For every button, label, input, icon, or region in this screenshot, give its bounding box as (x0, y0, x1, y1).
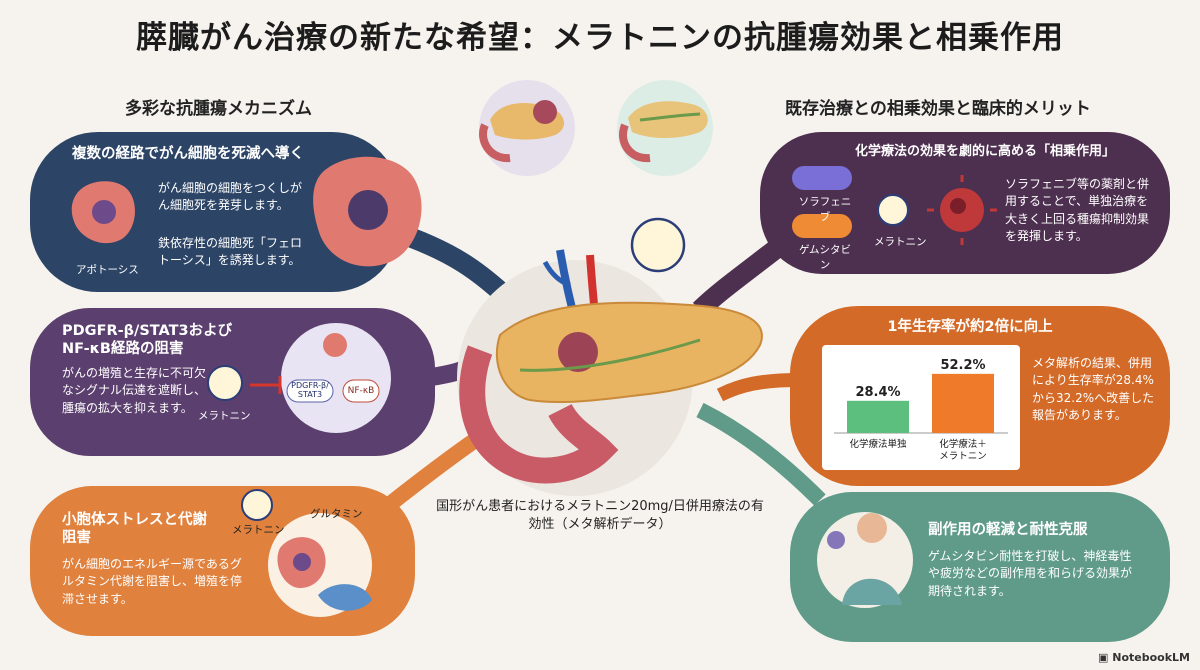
patient-body (842, 578, 902, 605)
synergy-moon-icon (877, 194, 909, 226)
apoptosis-card-text1: がん細胞の細胞をつくしがん細胞死を発芽します。 (158, 181, 303, 213)
footer-brand-text: NotebookLM (1112, 651, 1190, 664)
card-bg-apoptosis (30, 132, 400, 292)
chart-value-label-2: 52.2% (940, 358, 985, 373)
receptor-nfkb: NF-κB (347, 386, 375, 396)
side-effects-card-text: ゲムシタビン耐性を打破し、神経毒性や疲労などの副作用を和らげる効果が期待されます… (928, 549, 1133, 598)
patient-head (857, 513, 887, 543)
center-caption: 国形がん患者におけるメラトニン20mg/日併用療法の有効性（メタ解析データ） (436, 499, 764, 533)
synergy-melatonin-label: メラトニン (874, 236, 927, 248)
metabolism-moon-icon (241, 489, 273, 521)
drug-sorafenib-label: ソラフェニブ (798, 196, 852, 223)
central-pancreas-illustration (457, 249, 763, 496)
apoptosis-card-text2: 鉄依存性の細胞死「フェロトーシス」を誘発します。 (158, 236, 303, 268)
chart-bar-2 (932, 373, 994, 433)
mini-tumor (533, 100, 557, 124)
apoptosis-card-title: 複数の経路でがん細胞を死滅へ導く (72, 146, 304, 162)
cell-icon-large (313, 156, 422, 267)
signal-pathway-panel (281, 323, 391, 433)
cell-icon-small (71, 181, 135, 244)
chart-category-label-1-1: 化学療法単独 (849, 438, 907, 450)
synergy-card-title: 化学療法の効果を劇的に高める「相乗作用」 (855, 144, 1116, 159)
cancer-cell-icon (927, 175, 997, 245)
drug-gemcitabine-label: ゲムシタビン (799, 244, 851, 271)
connector-teal (696, 402, 826, 506)
left-section-heading: 多彩な抗腫瘍メカニズム (125, 99, 312, 119)
chart-bar-1 (847, 400, 909, 433)
footer-brand: ▣ NotebookLM (1098, 651, 1190, 664)
chart-category-label-2-1: 化学療法＋ (939, 438, 987, 450)
center-moon-circle (630, 217, 686, 273)
signal-moon-icon (207, 365, 243, 401)
apoptosis-label: アポトーシス (76, 264, 139, 276)
chart-category-label-2-2: メラトニン (939, 451, 987, 462)
survival-bar-chart: 28.4% 化学療法単独 52.2% 化学療法＋メラトニン (834, 358, 1008, 462)
glutamine-label: グルタミン (310, 508, 363, 520)
er-stress-card-title: 小胞体ストレスと代謝阻害 (62, 512, 207, 547)
mitochondria-icon (318, 584, 372, 611)
synergy-card-text: ソラフェニブ等の薬剤と併用することで、単独治療を大きく上回る種瘍抑制効果を発揮し… (1005, 177, 1150, 244)
signal-card-title: PDGFR-β/STAT3および NF-κB経路の阻害 (62, 323, 233, 358)
survival-chart-panel: 28.4% 化学療法単独 52.2% 化学療法＋メラトニン (822, 345, 1020, 470)
er-stress-card-text: がん細胞のエネルギー源であるグルタミン代謝を阻害し、増殖を停滞させます。 (62, 557, 243, 606)
connector-rust (716, 373, 801, 402)
sorafenib-pill (792, 166, 852, 190)
right-section-heading: 既存治療との相乗効果と臨床的メリット (785, 99, 1091, 119)
signal-card-text: がんの増殖と生存に不可欠なシグナル伝達を遮断し、腫瘍の拡大を抑えます。 (62, 366, 207, 415)
side-effects-card-title: 副作用の軽減と耐性克服 (928, 522, 1088, 538)
survival-card-title: 1年生存率が約2倍に向上 (887, 319, 1053, 335)
chart-value-label-1: 28.4% (855, 385, 900, 400)
signal-melatonin-label: メラトニン (198, 410, 251, 422)
er-melatonin-label: メラトニン (232, 524, 285, 536)
survival-card-text: メタ解析の結果、併用により生存率が28.4%から32.2%へ改善した報告がありま… (1032, 356, 1155, 423)
gemcitabine-pill (792, 214, 852, 238)
mini-pancreas-healthy (628, 101, 708, 138)
receptor-pdgfr: PDGFR-β/ STAT3 (291, 381, 329, 399)
page-title: 膵臓がん治療の新たな希望：メラトニンの抗腫瘍効果と相乗作用 (136, 20, 1064, 56)
